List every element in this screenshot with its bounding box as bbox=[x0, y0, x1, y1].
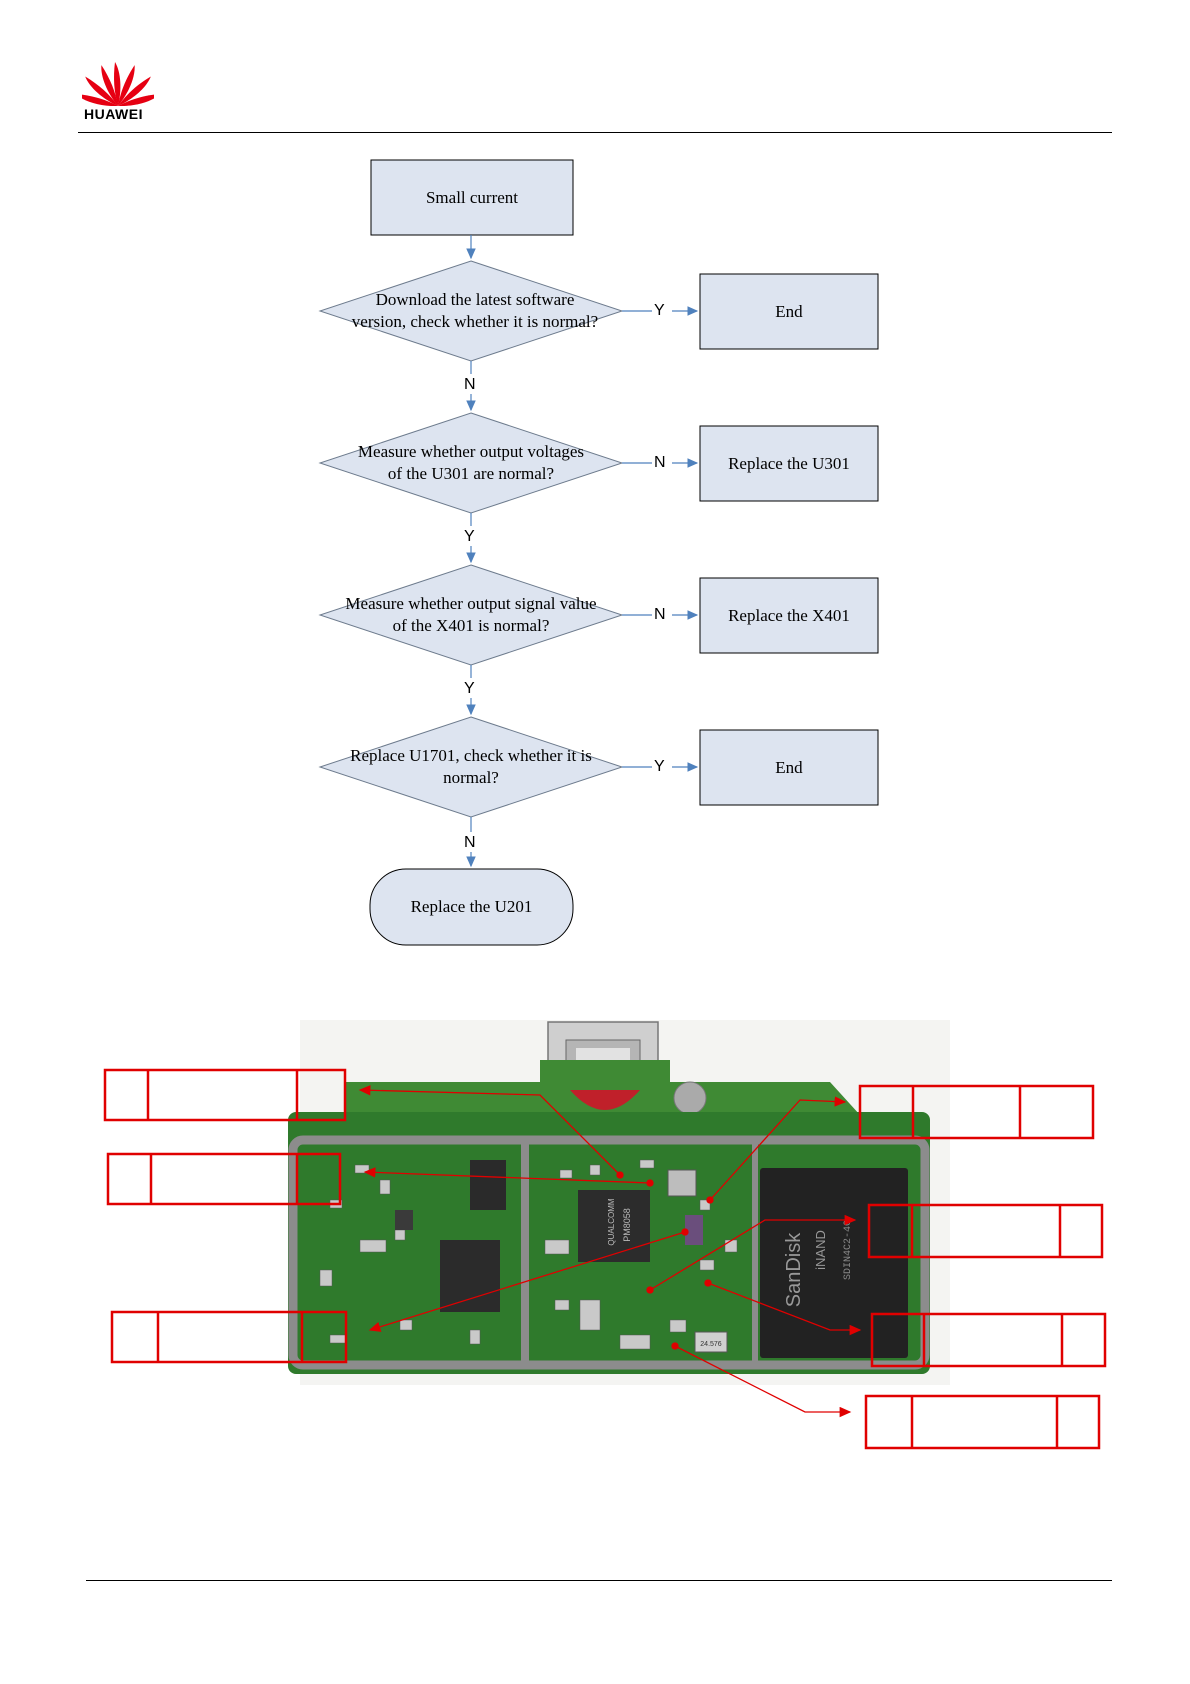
callout-box-top-left bbox=[103, 1068, 347, 1122]
branch-label-down-3: Y bbox=[464, 680, 475, 697]
callout-box-mid-right bbox=[867, 1203, 1104, 1259]
result-box-2 bbox=[699, 425, 879, 502]
decision-text-1: Download the latest software version, ch… bbox=[351, 290, 599, 331]
chip-pmic bbox=[578, 1190, 650, 1262]
start-box bbox=[370, 159, 574, 236]
callout-box-mid-left bbox=[106, 1152, 342, 1206]
result-text-1: End bbox=[775, 301, 803, 321]
leader-line-7 bbox=[674, 1345, 852, 1418]
crystal-component bbox=[667, 1169, 697, 1197]
sandisk-part-marking: SDIN4C2-4G bbox=[843, 1220, 854, 1280]
leader-line-2 bbox=[363, 1167, 651, 1184]
brand-name: HUAWEI bbox=[84, 106, 143, 122]
callout-box-bottom-right bbox=[864, 1394, 1101, 1450]
callout-box-lower-right bbox=[870, 1312, 1107, 1368]
branch-label-right-1: Y bbox=[654, 302, 665, 319]
shield-frame bbox=[288, 1135, 930, 1370]
leader-line-4 bbox=[709, 1096, 847, 1201]
pmic-part-marking: PM8058 bbox=[622, 1208, 632, 1242]
leader-line-5 bbox=[649, 1214, 857, 1291]
crystal-oscillator bbox=[694, 1331, 728, 1353]
branch-label-right-4: Y bbox=[654, 758, 665, 775]
result-text-4: End bbox=[775, 757, 803, 777]
chip-left-mid bbox=[440, 1240, 500, 1312]
branch-label-down-4: N bbox=[464, 834, 476, 851]
terminal-label: Replace the U201 bbox=[410, 897, 533, 916]
chip-sandisk-inand bbox=[760, 1168, 908, 1358]
chip-left-small bbox=[395, 1210, 413, 1230]
branch-label-right-3: N bbox=[654, 606, 666, 623]
branch-label-down-2: Y bbox=[464, 528, 475, 545]
callout-box-bottom-left bbox=[110, 1310, 348, 1364]
leader-line-1 bbox=[358, 1085, 621, 1176]
callout-box-top-right bbox=[858, 1084, 1095, 1140]
result-box-3 bbox=[699, 577, 879, 654]
microphone-icon bbox=[673, 1081, 707, 1115]
purple-component bbox=[685, 1215, 703, 1245]
huawei-logo bbox=[82, 62, 154, 107]
decision-text-3: Measure whether output signal value of t… bbox=[345, 594, 597, 635]
terminal-box bbox=[369, 868, 574, 946]
inand-marking: iNAND bbox=[813, 1230, 828, 1270]
footer-divider bbox=[86, 1580, 1112, 1581]
branch-label-down-1: N bbox=[464, 376, 476, 393]
header-divider bbox=[78, 132, 1112, 133]
chip-left-top bbox=[470, 1160, 506, 1210]
result-box-1 bbox=[699, 273, 879, 350]
branch-label-right-2: N bbox=[654, 454, 666, 471]
result-box-4 bbox=[699, 729, 879, 806]
red-component bbox=[570, 1090, 640, 1110]
result-text-2: Replace the U301 bbox=[728, 453, 850, 473]
leader-line-3 bbox=[368, 1231, 686, 1332]
crystal-marking: 24.576 bbox=[700, 1341, 722, 1348]
start-label: Small current bbox=[425, 187, 519, 207]
decision-text-2: Measure whether output voltages of the U… bbox=[357, 442, 585, 483]
pmic-brand-marking: QUALCOMM bbox=[607, 1198, 616, 1245]
result-text-3: Replace the X401 bbox=[728, 605, 850, 625]
sandisk-brand-marking: SanDisk bbox=[783, 1232, 805, 1307]
leader-line-6 bbox=[707, 1282, 862, 1336]
decision-text-4: Replace U1701, check whether it is norma… bbox=[350, 746, 592, 787]
